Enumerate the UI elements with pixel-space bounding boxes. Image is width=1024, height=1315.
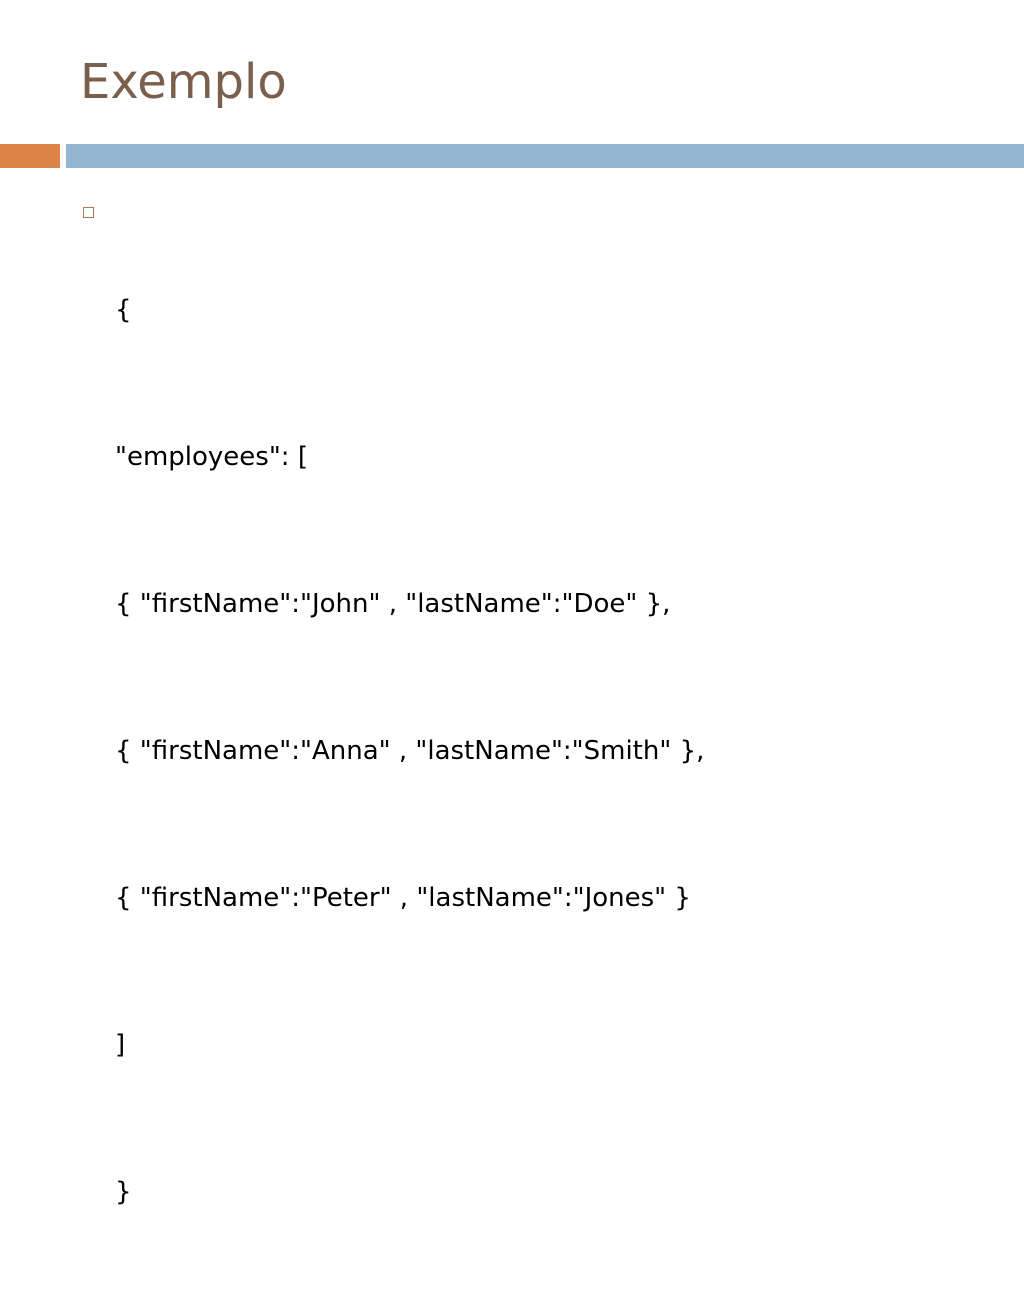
slide-title: Exemplo: [80, 54, 287, 110]
hollow-square-bullet-icon: [83, 207, 94, 218]
slide: Exemplo { "employees": [ { "firstName":"…: [0, 54, 1024, 1207]
code-line: }: [115, 1177, 132, 1207]
accent-bar-orange: [0, 144, 60, 168]
json-example-lines: { "employees": [ { "firstName":"John" , …: [115, 188, 995, 1315]
code-line: "employees": [: [115, 442, 308, 472]
accent-bar-blue: [66, 144, 1024, 168]
code-line: ]: [115, 1030, 126, 1060]
code-line: {: [115, 295, 132, 325]
code-line: { "firstName":"Peter" , "lastName":"Jone…: [115, 883, 691, 913]
code-line: { "firstName":"John" , "lastName":"Doe" …: [115, 589, 671, 619]
code-line: { "firstName":"Anna" , "lastName":"Smith…: [115, 736, 705, 766]
